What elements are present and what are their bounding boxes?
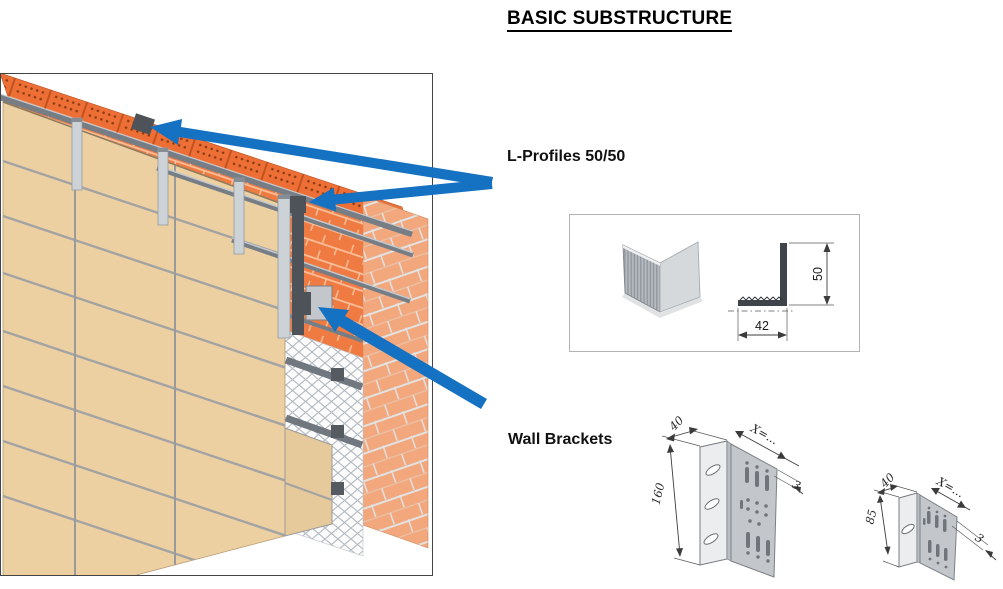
bracket-large-slots [740,461,770,563]
dim-bracket-small-projection: X=... [934,474,967,501]
dim-bracket-large-width: 40 [665,413,686,434]
l-profile-detail-box: 50 42 [569,214,860,352]
dim-leg-height: 50 [811,267,825,281]
bracket-large-dimensions: 40 160 X=... 3 [649,413,804,566]
page-title: BASIC SUBSTRUCTURE [507,8,733,32]
bracket-large-body [699,440,778,578]
dim-bracket-large-projection: X=... [748,421,781,448]
bracket-small-body [898,492,958,581]
wall-bracket-large-drawing: 40 160 X=... 3 [645,405,804,583]
dim-leg-width: 42 [755,319,769,333]
dim-bracket-large-height: 160 [649,481,668,506]
bracket-small-slots [923,506,948,569]
dark-l-profiles [130,113,306,335]
panel-joints [3,102,285,576]
dim-bracket-small-height: 85 [862,508,879,526]
label-l-profiles: L-Profiles 50/50 [507,148,626,165]
label-wall-brackets: Wall Brackets [508,431,613,448]
l-profile-section: 50 42 [728,242,834,341]
wall-bracket-small-drawing: 40 85 X=... 3 [862,462,1003,589]
dim-bracket-large-thickness: 3 [790,477,803,493]
facade-illustration [0,73,433,576]
panel-being-mounted [284,427,333,537]
l-profile-3d-view [622,241,703,318]
cladding-panels [2,101,286,576]
